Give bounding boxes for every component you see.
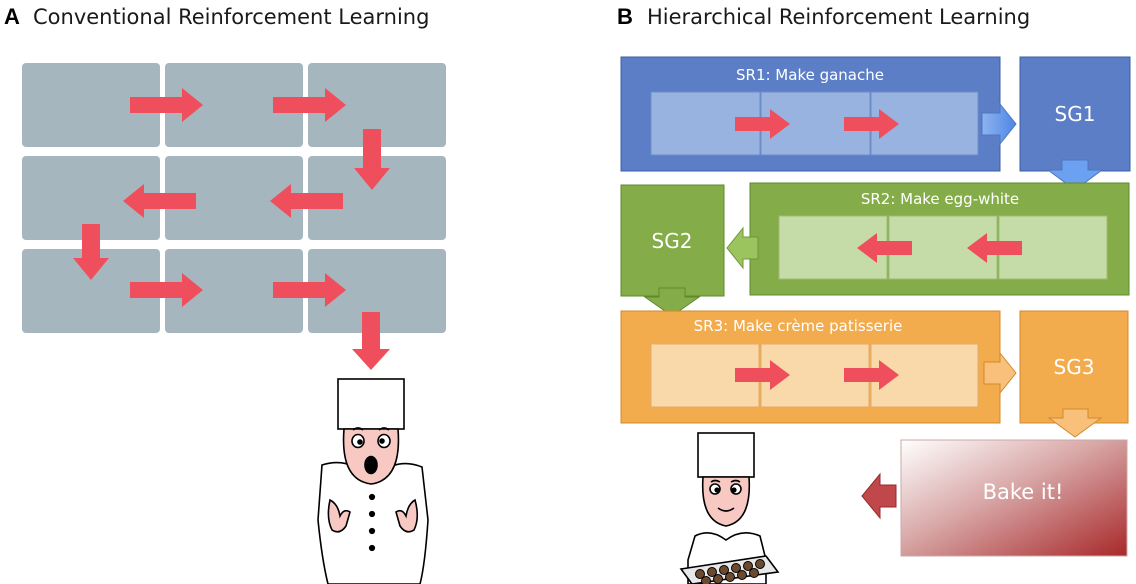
bake-box [900,439,1128,557]
sg1-label: SG1 [1055,102,1096,126]
grid-cell [22,249,160,333]
subroutine-2: SR2: Make egg-white [749,182,1130,296]
panel-b-letter: B [617,4,633,29]
right-arrow [735,360,790,390]
sr3-label: SR3: Make crème patisserie [694,317,903,335]
down-arrow [354,129,390,190]
blue-arrow [981,102,1017,146]
down-arrow [1046,159,1104,191]
right-arrow [735,109,790,139]
down-arrow [1047,408,1103,438]
subroutine-3: SR3: Make crème patisserie [620,310,1001,424]
grid-cell [22,63,160,147]
grid-cell [165,63,303,147]
left-arrow [123,184,196,218]
sg3-label: SG3 [1054,355,1095,379]
bake-label: Bake it! [983,480,1064,504]
grid-cell [165,249,303,333]
right-arrow [130,88,203,122]
right-arrow [273,273,346,307]
surprised-chef-icon [317,378,429,584]
panel-a-letter: A [4,4,20,29]
grid-cell [22,156,160,240]
grid-cell [308,63,446,147]
down-arrow [643,287,701,317]
panel-b-title: Hierarchical Reinforcement Learning [647,5,1030,29]
sr1-label: SR1: Make ganache [736,66,884,84]
right-arrow [273,88,346,122]
right-arrow [844,360,899,390]
right-arrow [844,109,899,139]
orange-arrow [983,351,1017,395]
sg2-label: SG2 [652,229,693,253]
down-arrow [73,224,109,280]
panel-a-title: Conventional Reinforcement Learning [33,5,429,29]
left-arrow [857,233,912,263]
left-arrow [270,184,343,218]
left-arrow [861,472,897,520]
grid-cell [308,156,446,240]
subroutine-1: SR1: Make ganache [620,56,1001,172]
grid-cell [165,156,303,240]
happy-chef-icon [679,432,780,584]
grid-cell [308,249,446,333]
down-arrow [352,312,390,370]
state-grid [22,63,446,333]
left-arrow [967,233,1022,263]
right-arrow [130,273,203,307]
sg3-box [1019,310,1129,424]
sg2-box [620,184,725,297]
sr2-label: SR2: Make egg-white [861,190,1019,208]
green-arrow [726,226,759,270]
sg1-box [1019,56,1131,172]
policy-arrows [73,88,390,370]
